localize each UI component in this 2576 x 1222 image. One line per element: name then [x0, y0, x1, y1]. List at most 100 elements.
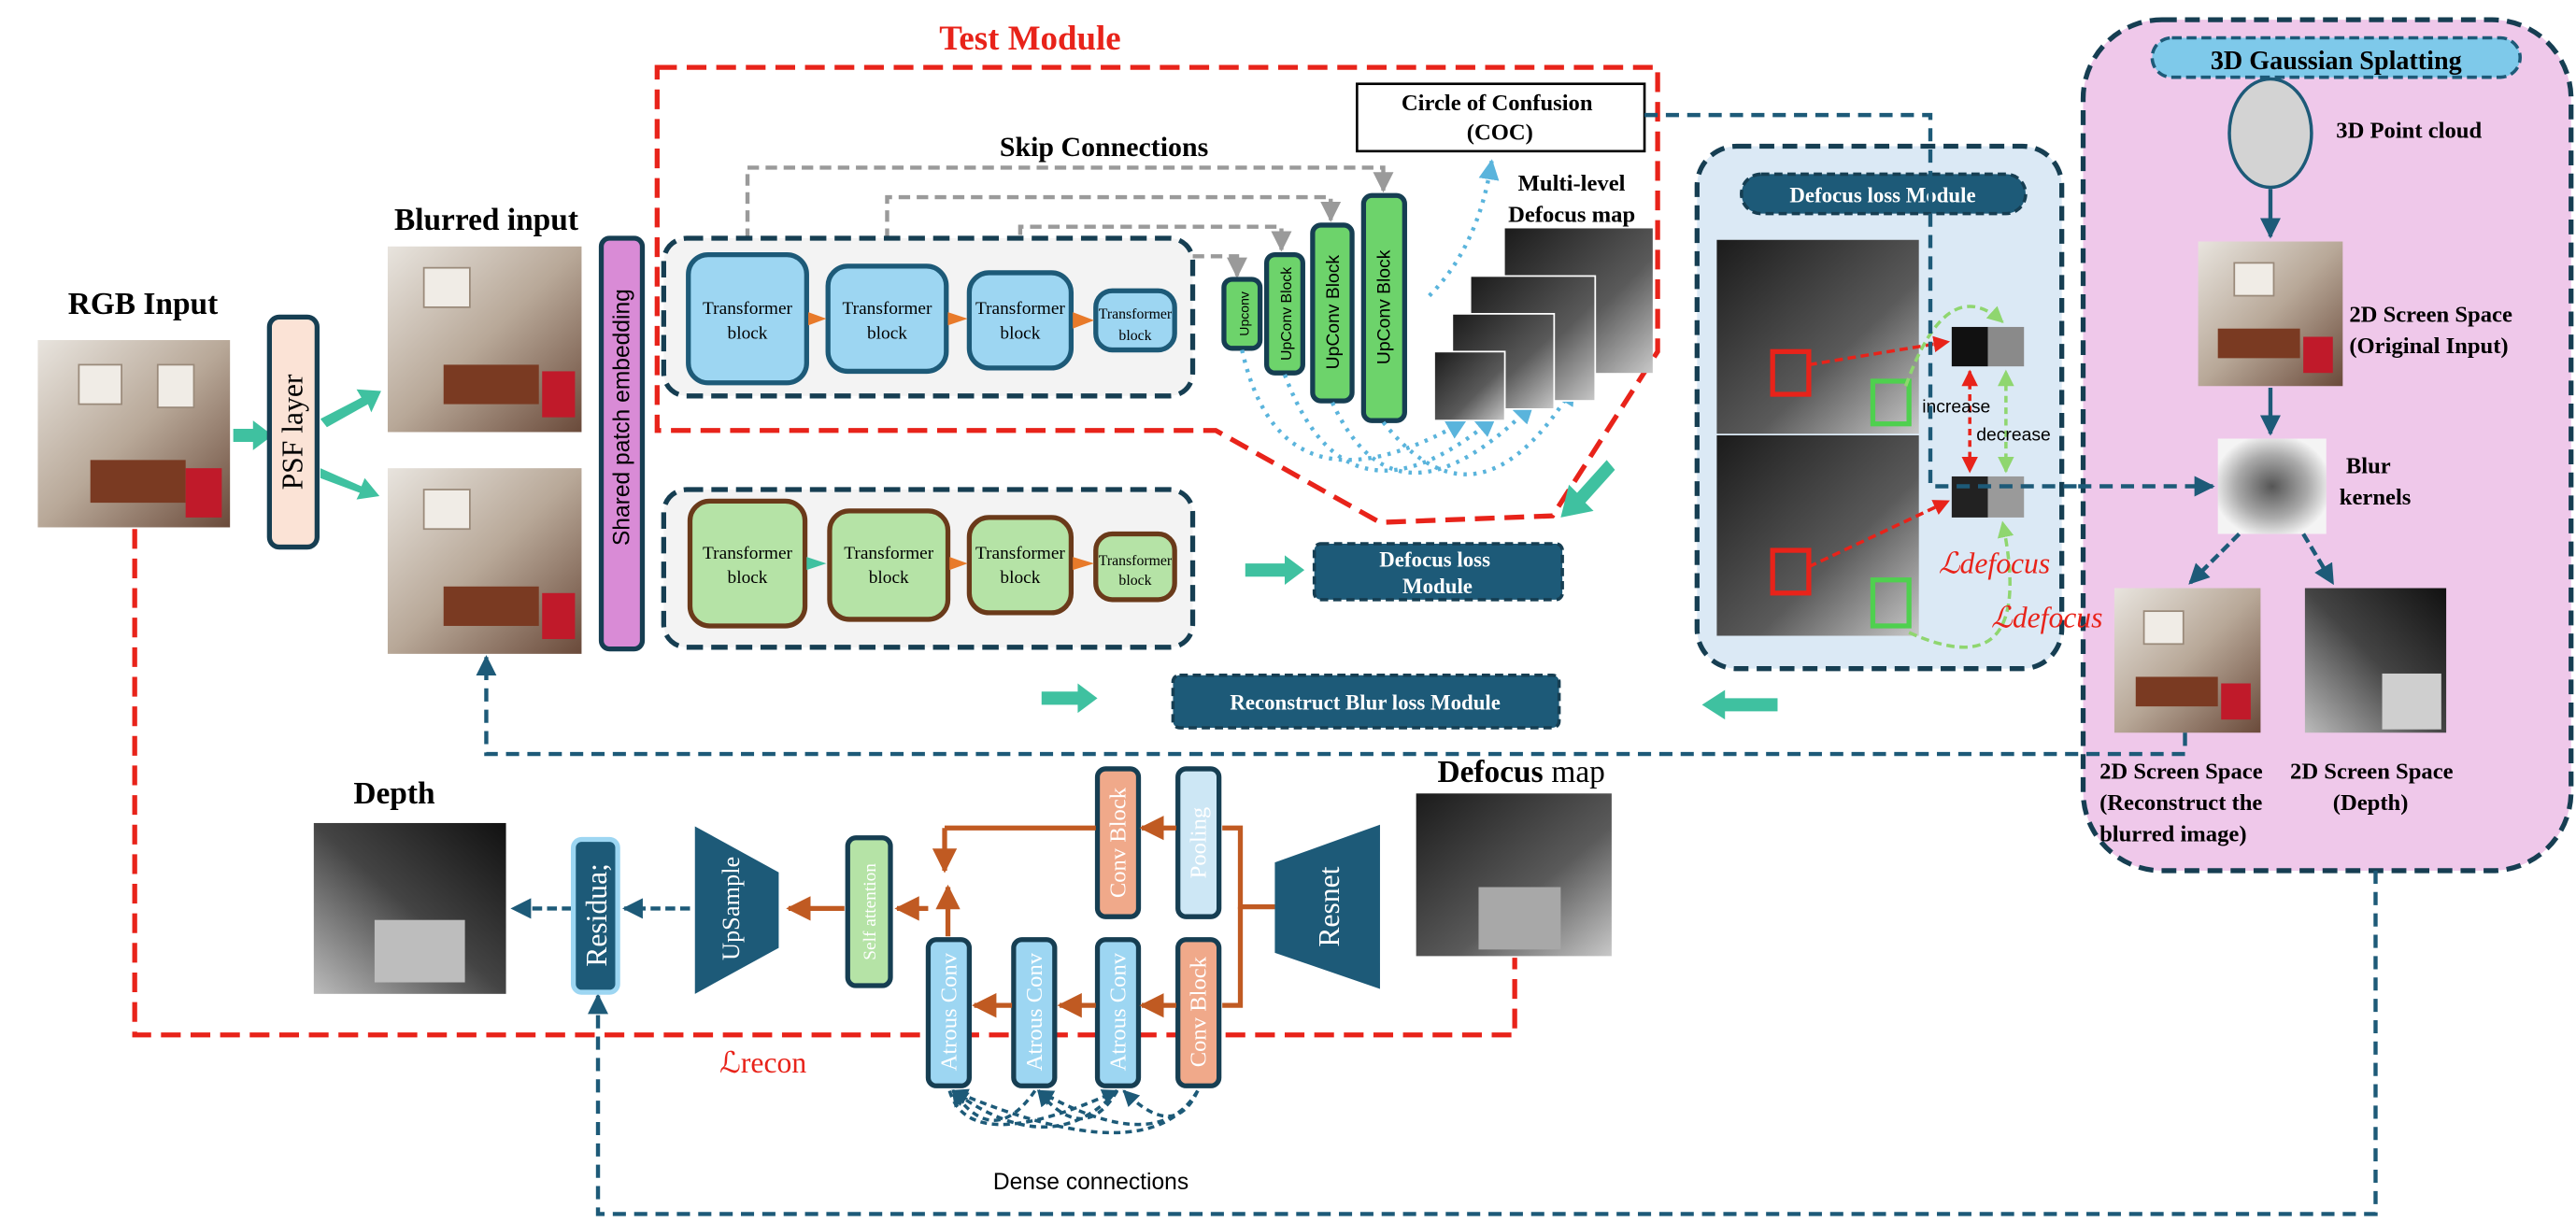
conv-block-label: Conv Block [1105, 787, 1131, 898]
skip-connection-line [885, 194, 1342, 259]
conv-block [1175, 937, 1222, 1088]
screen-space-original-line: 2D Screen Space [2349, 303, 2512, 328]
multilevel-defocus-line: Multi-level [1518, 171, 1626, 196]
residual-label: Residua; [580, 863, 613, 967]
green-patch [1870, 378, 1912, 427]
test-module-title: Test Module [939, 19, 1120, 57]
reconstruct-feedback-line [476, 655, 2187, 757]
transformer-block [966, 270, 1075, 371]
arrow-icon [949, 557, 968, 571]
arrow-icon [320, 389, 381, 428]
defocus-map-title-bold: Defocus [1437, 755, 1543, 789]
dense-connection [947, 1088, 1119, 1127]
defocus-loss-module-line: Defocus loss [1379, 548, 1490, 572]
arrow-icon [233, 420, 273, 450]
transformer-block-label: block [867, 323, 907, 343]
arrow-icon [1908, 520, 2014, 649]
gaussian-splatting-title-pill [2150, 36, 2522, 79]
shared-patch-embedding-label: Shared patch embedding [609, 289, 634, 546]
transformer-block-label: Transformer [975, 544, 1065, 563]
screen-space-depth-line: 2D Screen Space [2290, 759, 2454, 784]
patch-dark [1951, 476, 1988, 518]
psf-layer-label: PSF layer [277, 374, 309, 490]
transformer-block-green [1093, 531, 1177, 603]
defocus-map-level [1433, 350, 1506, 422]
rgb-input-image [37, 340, 231, 528]
red-patch [1770, 547, 1812, 596]
screen-space-original-line: (Original Input) [2349, 334, 2508, 359]
coc-line: (COC) [1467, 121, 1533, 146]
defocus-loss-module-line: Module [1402, 575, 1473, 598]
blur-kernels-line: Blur [2346, 453, 2391, 478]
patch-dark [1951, 326, 1988, 367]
gaussian-splatting-panel [2080, 17, 2574, 874]
increase-label: increase [1922, 396, 1990, 417]
green-patch [1870, 577, 1912, 629]
screen-space-reconstruct-line: blurred image) [2099, 821, 2246, 846]
multilevel-defocus-line: Defocus map [1508, 202, 1635, 227]
transformer-block-green [687, 498, 808, 629]
reconstruct-blur-loss-label: Reconstruct Blur loss Module [1230, 691, 1501, 715]
upconv-block-label: UpConv Block [1323, 255, 1344, 370]
skip-connection-line [745, 165, 1394, 259]
upsample-block [694, 826, 779, 994]
self-attention-block [845, 835, 893, 988]
rgb-input-label: RGB Input [68, 287, 219, 321]
resnet-block [1274, 824, 1380, 989]
atrous-conv-block [1011, 937, 1058, 1088]
l-recon-label: ℒrecon [719, 1046, 806, 1079]
l-defocus-label: ℒdefocus [1991, 602, 2102, 634]
resnet-branch-line [1222, 906, 1244, 1008]
defocus-loss-title: Defocus loss Module [1789, 183, 1975, 206]
coc-to-3dgs-line [1644, 112, 2079, 489]
arrow-icon [1073, 312, 1095, 329]
upsample-label: UpSample [718, 857, 745, 960]
arrow-icon [808, 312, 827, 326]
arrow-icon [1560, 460, 1615, 518]
psf-layer-box [266, 314, 320, 550]
upconv-block-label: UpConv Block [1374, 249, 1395, 364]
reconstruct-blur-loss-box [1171, 673, 1561, 730]
gaussian-splatting-title: 3D Gaussian Splatting [2211, 47, 2462, 76]
transformer-block-label: block [1118, 573, 1151, 589]
transformer-block-label: block [1118, 328, 1151, 344]
pooling-label: Pooling [1187, 807, 1212, 879]
transformer-block-label: Transformer [703, 299, 792, 319]
upconv-block [1360, 192, 1407, 423]
transformer-block-label: block [1000, 568, 1040, 588]
transformer-block [825, 263, 949, 375]
arrow-icon [1808, 335, 1951, 367]
resnet-label: Resnet [1313, 866, 1345, 946]
defocus-loss-module-box [1312, 542, 1564, 602]
l-defocus-label: ℒdefocus [1939, 547, 2050, 580]
screen-space-depth-line: (Depth) [2333, 790, 2409, 816]
blur-kernels-line: kernels [2340, 485, 2412, 510]
transformer-block [686, 251, 809, 386]
defocus-map-top [1716, 239, 1919, 434]
depth-output-image [313, 822, 506, 994]
defocus-map-bottom [1716, 435, 1919, 636]
blur-kernel-image [2217, 438, 2327, 534]
upconv-block [1310, 222, 1355, 404]
transformer-block-label: Transformer [843, 299, 932, 319]
blurred-input-image [387, 246, 582, 433]
defocus-loss-module-label: Defocus loss Module [1379, 548, 1495, 598]
arrow-icon [1701, 689, 1778, 720]
red-patch [1770, 348, 1812, 397]
atrous-conv-block [925, 937, 973, 1088]
defocus-map-title-rest: map [1551, 755, 1605, 789]
atrous-conv-label: Atrous Conv [1022, 952, 1047, 1071]
defocus-loss-title-pill [1740, 172, 2028, 216]
dense-connections-label: Dense connections [993, 1170, 1188, 1195]
arrow-icon [947, 312, 968, 326]
screen-space-depth-label: 2D Screen Space (Depth) [2290, 759, 2459, 815]
point-cloud-label: 3D Point cloud [2336, 119, 2482, 144]
arrow-icon [320, 468, 380, 500]
coc-box [1356, 82, 1646, 153]
upconv-block [1264, 251, 1305, 376]
original-input-image [2198, 241, 2343, 387]
dotted-connection [1330, 401, 1535, 476]
arrow-icon [1245, 555, 1305, 586]
